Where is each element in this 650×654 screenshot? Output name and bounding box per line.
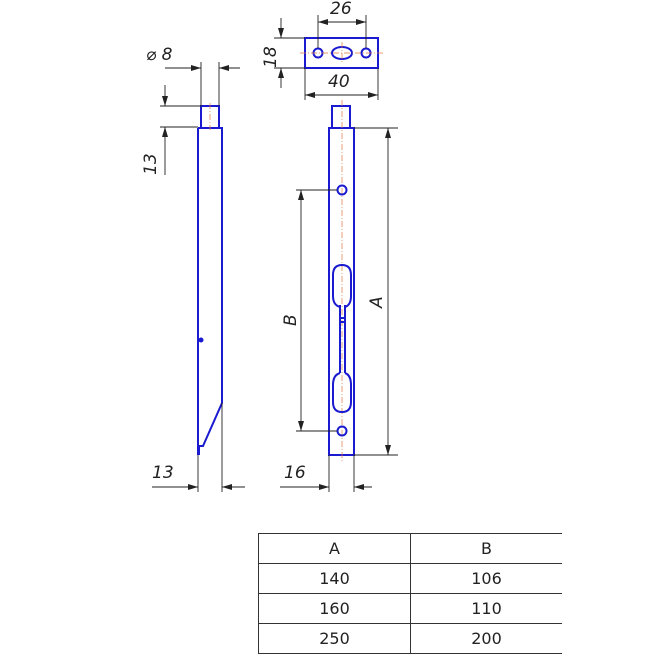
table-row: 160 110 bbox=[258, 593, 562, 624]
side-dot bbox=[198, 337, 204, 343]
dim-side-width: 13 bbox=[152, 463, 174, 483]
cell-a: 140 bbox=[258, 563, 411, 594]
header-b: B bbox=[410, 533, 562, 564]
cell-a: 160 bbox=[258, 593, 411, 624]
table-row: 250 200 bbox=[258, 623, 562, 654]
dim-hole-spacing: B bbox=[281, 314, 301, 326]
table-header-row: A B bbox=[258, 533, 562, 564]
dim-overall-length: A bbox=[367, 296, 387, 309]
cell-b: 110 bbox=[410, 593, 562, 624]
cell-b: 106 bbox=[410, 563, 562, 594]
side-view: ⌀ 8 13 13 bbox=[141, 45, 245, 492]
front-view: A B 16 bbox=[280, 100, 398, 492]
slot bbox=[332, 263, 352, 414]
dim-pin-length: 13 bbox=[141, 153, 161, 175]
dim-plate-width: 40 bbox=[328, 72, 350, 92]
size-table: A B 140 106 160 110 250 200 bbox=[258, 533, 562, 654]
dim-plate-height: 18 bbox=[261, 46, 281, 68]
side-body bbox=[197, 127, 223, 455]
table-row: 140 106 bbox=[258, 563, 562, 594]
cell-b: 200 bbox=[410, 623, 562, 654]
mount-hole-top bbox=[336, 184, 348, 196]
header-a: A bbox=[258, 533, 411, 564]
dim-hole-spacing-plate: 26 bbox=[330, 0, 352, 19]
plate-view: 26 18 40 bbox=[261, 0, 384, 100]
dim-front-width: 16 bbox=[284, 463, 306, 483]
mount-hole-bottom bbox=[336, 425, 348, 437]
dim-pin-diameter: ⌀ 8 bbox=[146, 45, 173, 65]
cell-a: 250 bbox=[258, 623, 411, 654]
